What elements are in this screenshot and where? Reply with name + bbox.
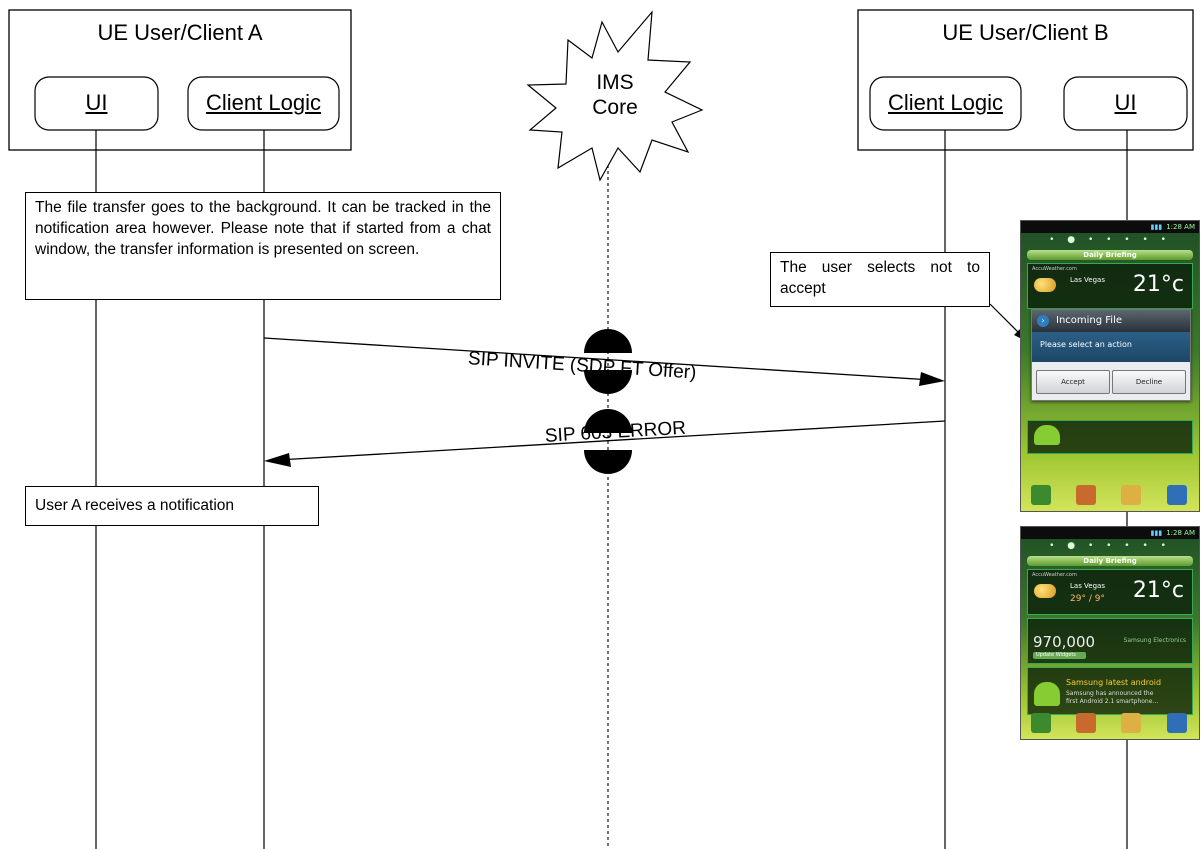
invite-arrowhead bbox=[919, 372, 945, 386]
weather-range: 29° / 9° bbox=[1070, 594, 1105, 604]
phone-news-widget: Samsung latest android Samsung has annou… bbox=[1027, 667, 1193, 715]
phone-app-icon[interactable] bbox=[1031, 485, 1051, 505]
phone-briefing-bar-2: Daily Briefing bbox=[1027, 556, 1193, 566]
android-icon-2 bbox=[1034, 682, 1060, 706]
client-a-ui-label: UI bbox=[85, 90, 108, 115]
phone-page-dots-2: • ● • • • • • bbox=[1049, 541, 1171, 551]
phone-dock bbox=[1021, 481, 1199, 511]
dialog-title: Incoming File bbox=[1056, 315, 1123, 326]
messages-app-icon[interactable] bbox=[1121, 485, 1141, 505]
note-notification: User A receives a notification bbox=[25, 486, 319, 526]
phone-clock-2: 1:28 AM bbox=[1166, 529, 1195, 537]
client-b-logic-label: Client Logic bbox=[888, 90, 1003, 115]
weather-icon-2 bbox=[1034, 584, 1056, 598]
update-widgets-button[interactable]: Update Widgets bbox=[1033, 652, 1086, 659]
ims-core-line1: IMS bbox=[596, 71, 634, 94]
weather-temp: 21°c bbox=[1132, 272, 1184, 297]
not-accept-pointer bbox=[989, 303, 1023, 337]
weather-city: Las Vegas bbox=[1070, 276, 1105, 284]
messages-app-icon-2[interactable] bbox=[1121, 713, 1141, 733]
invite-disc-bottom bbox=[584, 370, 632, 394]
client-b-ui-label: UI bbox=[1114, 90, 1137, 115]
client-b-title: UE User/Client B bbox=[942, 20, 1109, 45]
phone-screenshot-incoming: ▮▮▮1:28 AM • ● • • • • • Daily Briefing … bbox=[1020, 220, 1200, 512]
error-arrow-line bbox=[277, 420, 946, 461]
phone-status-bar-2: ▮▮▮1:28 AM bbox=[1021, 527, 1199, 539]
weather-temp-2: 21°c bbox=[1132, 578, 1184, 603]
phone-stock-widget: 970,000 Samsung Electronics Update Widge… bbox=[1027, 618, 1193, 664]
note-not-accept: The user selects not to accept bbox=[770, 252, 990, 307]
news-body: Samsung has announced the first Android … bbox=[1066, 690, 1159, 705]
invite-arrow-line bbox=[263, 337, 933, 381]
invite-disc-top bbox=[584, 329, 632, 353]
weather-icon bbox=[1034, 278, 1056, 292]
note-background-transfer: The file transfer goes to the background… bbox=[25, 192, 501, 300]
client-b-ui-pill bbox=[1063, 76, 1188, 131]
apps-grid-icon-2[interactable] bbox=[1167, 713, 1187, 733]
incoming-file-dialog: › Incoming File Please select an action … bbox=[1031, 309, 1191, 401]
error-arrowhead bbox=[264, 453, 291, 467]
error-disc-top bbox=[584, 409, 632, 433]
dialog-message: Please select an action bbox=[1032, 332, 1190, 362]
weather-city-2: Las Vegas bbox=[1070, 582, 1105, 590]
dialog-info-icon: › bbox=[1037, 315, 1049, 327]
phone-briefing-bar: Daily Briefing bbox=[1027, 250, 1193, 260]
phone-weather-widget: AccuWeather.com Las Vegas 21°c bbox=[1027, 263, 1193, 309]
phone-weather-widget-2: AccuWeather.com Las Vegas 29° / 9° 21°c bbox=[1027, 569, 1193, 615]
ims-core-burst bbox=[526, 10, 704, 182]
decline-button[interactable]: Decline bbox=[1112, 370, 1186, 394]
weather-source: AccuWeather.com bbox=[1032, 266, 1077, 272]
error-disc-bottom bbox=[584, 450, 632, 474]
apps-grid-icon[interactable] bbox=[1167, 485, 1187, 505]
news-title: Samsung latest android bbox=[1066, 678, 1162, 687]
dialog-title-bar: › Incoming File bbox=[1032, 310, 1190, 332]
phone-page-dots: • ● • • • • • bbox=[1049, 235, 1171, 245]
client-a-title: UE User/Client A bbox=[97, 20, 263, 45]
contacts-app-icon-2[interactable] bbox=[1076, 713, 1096, 733]
accept-button[interactable]: Accept bbox=[1036, 370, 1110, 394]
phone-news-widget-partial bbox=[1027, 420, 1193, 454]
phone-status-bar: ▮▮▮1:28 AM bbox=[1021, 221, 1199, 233]
weather-source-2: AccuWeather.com bbox=[1032, 572, 1077, 578]
android-icon bbox=[1034, 425, 1060, 445]
phone-screenshot-home: ▮▮▮1:28 AM • ● • • • • • Daily Briefing … bbox=[1020, 526, 1200, 740]
contacts-app-icon[interactable] bbox=[1076, 485, 1096, 505]
phone-clock: 1:28 AM bbox=[1166, 223, 1195, 231]
stock-company: Samsung Electronics bbox=[1123, 637, 1186, 644]
ims-core-line2: Core bbox=[592, 96, 638, 119]
client-a-logic-label: Client Logic bbox=[206, 90, 321, 115]
ims-core-label: IMS Core bbox=[575, 70, 655, 120]
stock-value: 970,000 bbox=[1033, 633, 1096, 651]
phone-dock-2 bbox=[1021, 709, 1199, 739]
phone-app-icon-2[interactable] bbox=[1031, 713, 1051, 733]
